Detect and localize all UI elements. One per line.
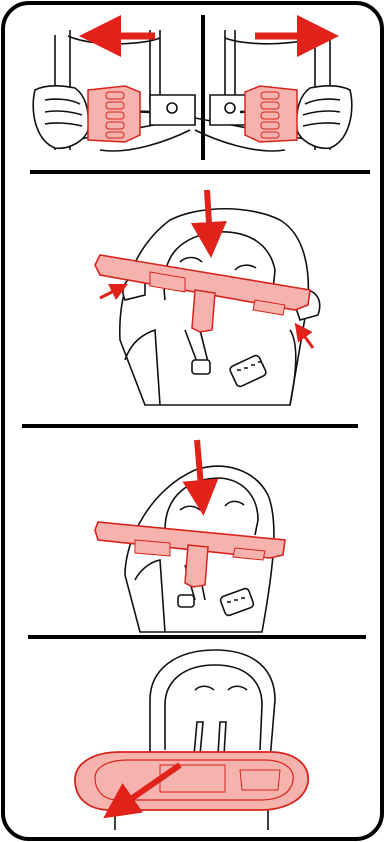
panel-1-left-release-lever <box>88 86 140 142</box>
panel-1-right-release-lever <box>245 86 297 142</box>
panel-4-tray <box>75 752 308 810</box>
arrow-down-icon <box>207 190 210 240</box>
